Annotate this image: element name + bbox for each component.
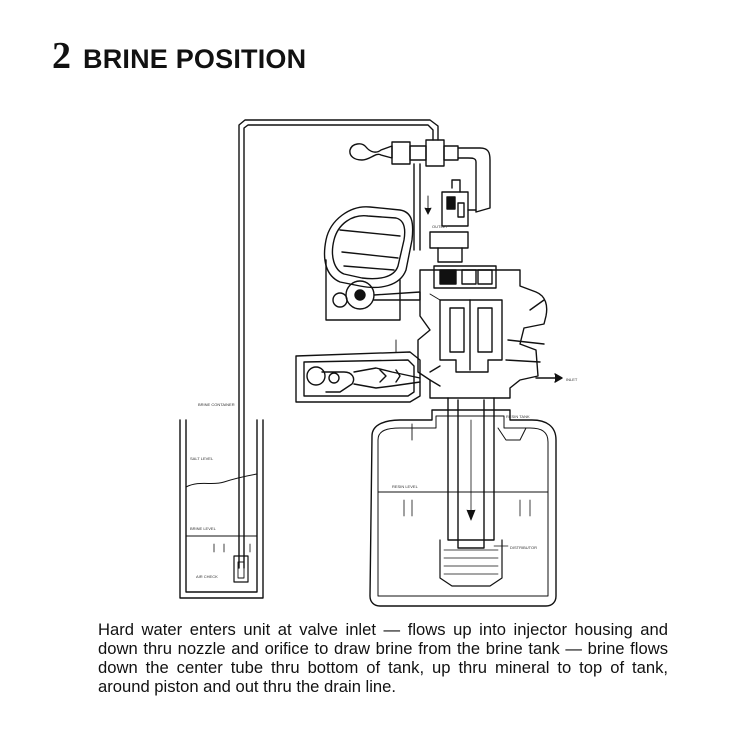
description-text: Hard water enters unit at valve inlet — … <box>98 620 668 696</box>
label-resin-level: RESIN LEVEL <box>392 484 419 489</box>
valve-body <box>417 265 563 399</box>
label-distributor: DISTRIBUTOR <box>510 545 537 550</box>
label-brine-container: BRINE CONTAINER <box>198 402 235 407</box>
page-title: BRINE POSITION <box>83 44 307 74</box>
brine-line <box>238 119 439 569</box>
timer-housing <box>323 206 421 321</box>
step-number: 2 <box>52 35 71 77</box>
page-header: 2 BRINE POSITION <box>52 34 306 84</box>
flow-arrows <box>395 195 441 441</box>
resin-tank <box>369 409 557 607</box>
diagram-labels: BRINE CONTAINER SALT LEVEL BRINE LEVEL A… <box>190 224 578 579</box>
label-salt-level: SALT LEVEL <box>190 456 214 461</box>
outlet-fitting <box>429 231 469 263</box>
distributor-tube <box>439 397 509 587</box>
label-inlet: INLET <box>566 377 578 382</box>
label-brine-level: BRINE LEVEL <box>190 526 217 531</box>
brine-container <box>179 419 264 599</box>
label-resin-tank: RESIN TANK <box>506 414 530 419</box>
label-air-check: AIR CHECK <box>196 574 218 579</box>
injector-housing <box>295 351 441 403</box>
label-outlet: OUTLET <box>432 224 448 229</box>
top-valve-fittings <box>349 139 491 251</box>
pilot-valve <box>441 179 477 227</box>
